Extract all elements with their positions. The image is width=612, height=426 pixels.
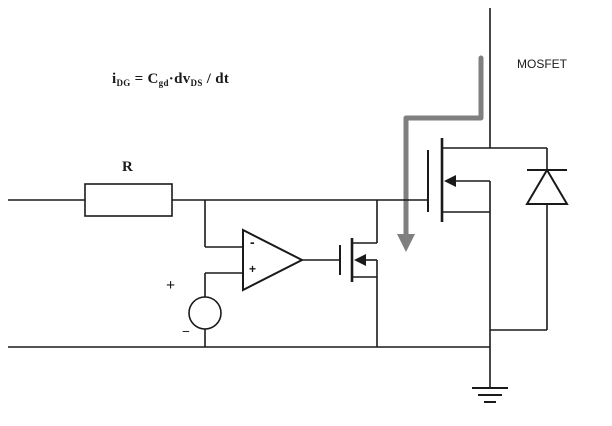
body-diode [490, 148, 569, 331]
voltage-source [188, 272, 243, 347]
ground-symbol [472, 347, 508, 403]
miller-current-equation: iDG = Cgd·dvDS / dt [112, 72, 229, 88]
diode-triangle [525, 168, 569, 205]
equation-eq-c: = C [130, 71, 159, 87]
equation-dt: / dt [202, 71, 230, 87]
driver-body-arrow-icon [354, 254, 366, 266]
power-mosfet [427, 8, 547, 347]
resistor-label: R [122, 159, 133, 175]
opamp [242, 228, 340, 292]
equation-i: i [112, 71, 117, 87]
source-plus-label: + [166, 277, 176, 294]
opamp-inverting-label: - [250, 234, 255, 250]
current-arrowhead-icon [397, 234, 415, 252]
equation-dv: ·dv [168, 71, 191, 87]
resistor-body [84, 183, 173, 217]
voltage-source-circle [188, 296, 222, 330]
equation-sub-gd: gd [158, 78, 169, 88]
gate-drain-current-arrow [397, 55, 484, 252]
opamp-noninverting-label: + [249, 262, 257, 276]
source-minus-label: − [182, 325, 190, 340]
mosfet-label: MOSFET [517, 57, 567, 71]
power-body-arrow-icon [444, 175, 456, 187]
opamp-triangle [242, 228, 305, 292]
equation-sub-dg: DG [116, 78, 131, 88]
resistor [8, 183, 428, 217]
feedback-wiring [204, 200, 243, 248]
equation-sub-ds: DS [190, 78, 203, 88]
driver-mosfet [339, 200, 378, 347]
current-path-line [403, 55, 484, 239]
